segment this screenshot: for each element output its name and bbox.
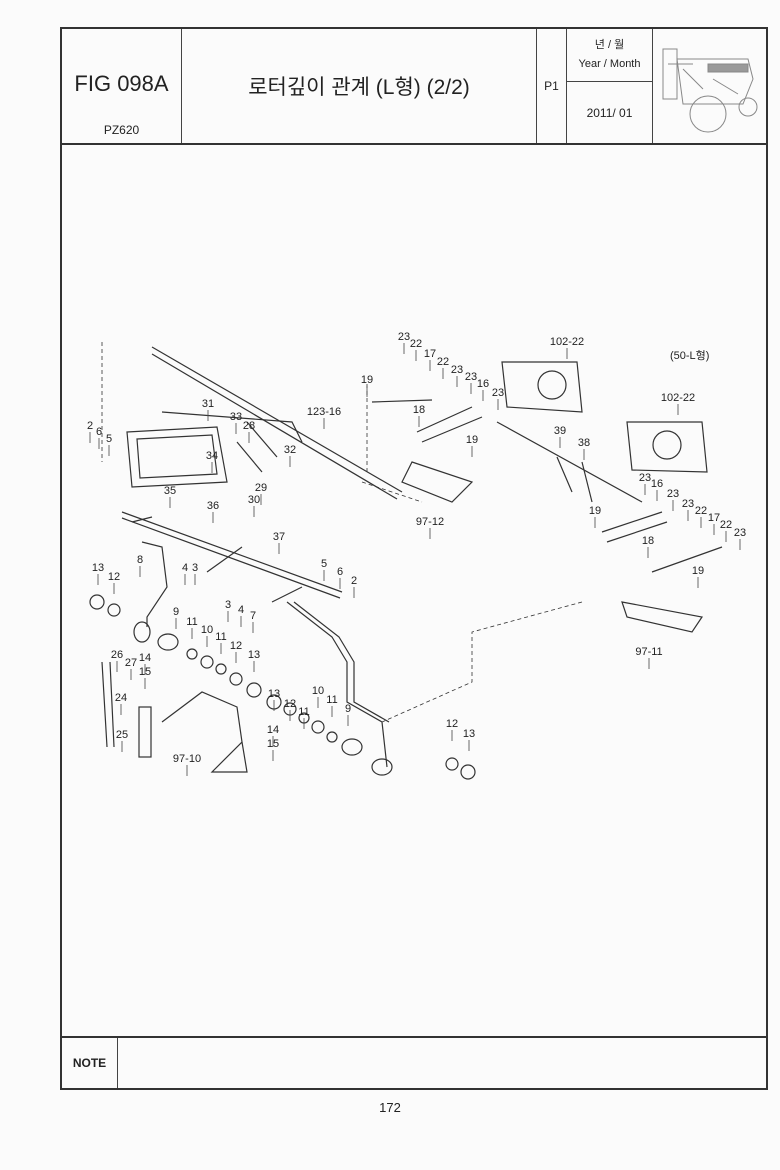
callout-102-22: 102-22	[661, 392, 695, 404]
callout-38: 38	[578, 437, 590, 449]
callout-22: 22	[720, 519, 732, 531]
callout-13: 13	[248, 649, 260, 661]
page-frame: FIG 098A PZ620 로터깊이 관계 (L형) (2/2) P1 년 /…	[60, 27, 768, 1090]
callout-2: 2	[351, 575, 357, 587]
callout-15: 15	[139, 666, 151, 678]
figure-number: FIG 098A	[74, 71, 169, 96]
callout-35: 35	[164, 485, 176, 497]
figure-cell: FIG 098A PZ620	[62, 29, 182, 143]
callout-6: 6	[96, 426, 102, 438]
page-title: 로터깊이 관계 (L형) (2/2)	[182, 29, 537, 143]
callout-23: 23	[734, 527, 746, 539]
machine-thumbnail	[653, 29, 768, 143]
callout-19: 19	[361, 374, 373, 386]
parts-drawing	[89, 342, 723, 780]
callout-11: 11	[298, 706, 309, 718]
callout-22: 22	[437, 356, 449, 368]
year-month-cell: 년 / 월 Year / Month 2011/ 01	[567, 29, 653, 143]
callout-12: 12	[284, 698, 296, 710]
note-section: NOTE	[62, 1036, 766, 1088]
title-block: FIG 098A PZ620 로터깊이 관계 (L형) (2/2) P1 년 /…	[62, 29, 766, 145]
callout-18: 18	[413, 404, 425, 416]
callout-11: 11	[186, 616, 197, 628]
callout-19: 19	[692, 565, 704, 577]
callout-12: 12	[230, 640, 242, 652]
year-month-label: 년 / 월 Year / Month	[567, 29, 652, 82]
callout-13: 13	[268, 688, 280, 700]
year-month-value: 2011/ 01	[586, 105, 633, 120]
callout-9: 9	[345, 703, 351, 715]
callout-36: 36	[207, 500, 219, 512]
callout-10: 10	[201, 624, 213, 636]
variant-label: (50-L형)	[670, 349, 709, 362]
tractor-icon	[662, 48, 758, 133]
callout-7: 7	[250, 610, 256, 622]
callout-29: 29	[255, 482, 267, 494]
callout-97-11: 97-11	[635, 646, 662, 658]
callout-23: 23	[492, 387, 504, 399]
callout-12: 12	[108, 571, 120, 583]
callout-19: 19	[466, 434, 478, 446]
callout-10: 10	[312, 685, 324, 697]
callout-34: 34	[206, 450, 218, 462]
callout-13: 13	[463, 728, 475, 740]
callout-25: 25	[116, 729, 128, 741]
year-month-label-kr: 년 / 월	[594, 39, 625, 51]
callout-2: 2	[87, 420, 93, 432]
callout-14: 14	[267, 724, 279, 736]
callout-19: 19	[589, 505, 601, 517]
callout-4: 4	[238, 604, 244, 616]
callout-23: 23	[465, 371, 477, 383]
callout-5: 5	[106, 433, 112, 445]
model-name: PZ620	[103, 123, 140, 137]
note-label: NOTE	[62, 1038, 118, 1088]
callout-3: 3	[192, 562, 198, 574]
callout-32: 32	[284, 444, 296, 456]
callout-17: 17	[708, 512, 720, 524]
callout-11: 11	[326, 694, 337, 706]
callout-17: 17	[424, 348, 436, 360]
callout-28: 28	[243, 420, 255, 432]
callout-39: 39	[554, 425, 566, 437]
callout-24: 24	[115, 692, 127, 704]
callout-23: 23	[639, 472, 651, 484]
callout-23: 23	[451, 364, 463, 376]
callout-33: 33	[230, 411, 242, 423]
callout-31: 31	[202, 398, 214, 410]
callout-16: 16	[477, 378, 489, 390]
callout-15: 15	[267, 738, 279, 750]
callout-12: 12	[446, 718, 458, 730]
callout-4: 4	[182, 562, 188, 574]
callout-37: 37	[273, 531, 285, 543]
callout-97-10: 97-10	[173, 753, 201, 765]
callout-11: 11	[215, 631, 226, 643]
year-month-label-en: Year / Month	[578, 58, 641, 70]
callout-8: 8	[137, 554, 143, 566]
callout-9: 9	[173, 606, 179, 618]
callout-27: 27	[125, 657, 137, 669]
page-number: 172	[379, 1100, 401, 1115]
callout-3: 3	[225, 599, 231, 611]
callout-23: 23	[667, 488, 679, 500]
callout-13: 13	[92, 562, 104, 574]
callout-102-22: 102-22	[550, 336, 584, 348]
callout-123-16: 123-16	[307, 406, 341, 418]
callout-5: 5	[321, 558, 327, 570]
callout-23: 23	[682, 498, 694, 510]
callout-22: 22	[410, 338, 422, 350]
callout-14: 14	[139, 652, 151, 664]
callout-30: 30	[248, 494, 260, 506]
page-ref: P1	[537, 29, 567, 143]
callout-26: 26	[111, 649, 123, 661]
callout-22: 22	[695, 505, 707, 517]
callout-23: 23	[398, 331, 410, 343]
callout-6: 6	[337, 566, 343, 578]
callout-18: 18	[642, 535, 654, 547]
callout-97-12: 97-12	[416, 516, 444, 528]
callout-16: 16	[651, 478, 663, 490]
